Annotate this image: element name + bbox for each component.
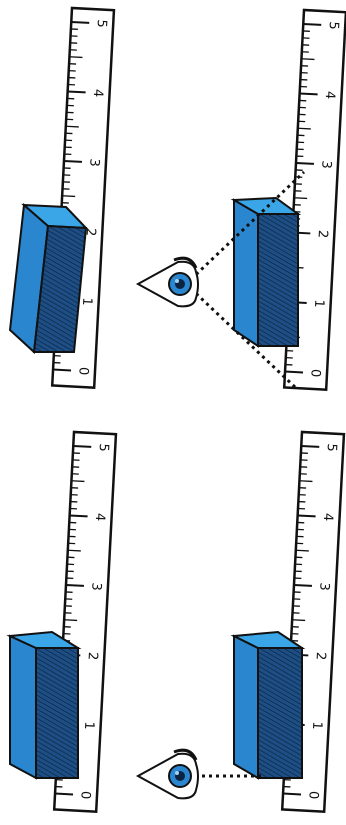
ruler-tick — [69, 514, 88, 518]
ruler-tick — [67, 549, 81, 552]
panel-top-left: 0 1 2 3 4 5 — [8, 6, 116, 389]
ruler-tick — [295, 549, 309, 552]
ruler-tick — [301, 58, 315, 61]
ruler-tick — [67, 90, 86, 94]
ruler-tick — [285, 370, 304, 374]
block-side-face — [257, 213, 299, 347]
ruler-tick-label: 2 — [315, 230, 330, 239]
ruler-tick-label: 5 — [94, 19, 109, 28]
ruler-tick — [299, 480, 313, 483]
ruler-tick — [292, 619, 306, 622]
ruler-tick — [71, 480, 85, 483]
ruler-tick — [73, 444, 92, 448]
ruler-tick-label: 5 — [96, 443, 111, 452]
ruler-tick-label: 1 — [79, 297, 94, 306]
ruler-tick — [62, 195, 76, 198]
ruler-tick — [69, 56, 83, 59]
ruler-tick-label: 0 — [77, 791, 92, 800]
panel-bottom-left: 0 1 2 3 4 5 — [6, 430, 118, 813]
ruler-tick-label: 1 — [81, 721, 96, 730]
block — [8, 202, 89, 355]
ruler-tick-label: 2 — [83, 228, 98, 237]
ruler-tick-label: 0 — [307, 369, 322, 378]
ruler-tick — [65, 125, 79, 128]
ruler-tick — [303, 22, 322, 26]
ruler-tick-label: 0 — [75, 367, 90, 376]
ruler-tick-label: 1 — [309, 721, 324, 730]
ruler-tick — [63, 159, 83, 163]
ruler-tick-label: 4 — [322, 91, 337, 100]
ruler-tick-label: 3 — [86, 158, 101, 167]
dotted-sight-line — [184, 170, 306, 390]
ruler-tick — [297, 127, 311, 130]
ruler-body — [282, 8, 346, 391]
ruler-tick — [297, 514, 316, 518]
ruler-tick-label: 3 — [318, 160, 333, 169]
block-side-face — [32, 224, 88, 353]
block — [230, 630, 306, 780]
block-side-face — [35, 647, 79, 779]
block-front-face — [233, 634, 259, 780]
ruler-tick-label: 4 — [92, 513, 107, 522]
ruler-tick — [293, 583, 313, 587]
ruler-tick-label: 0 — [305, 791, 320, 800]
ruler-tick — [299, 92, 318, 96]
ruler-tick — [301, 444, 320, 448]
ruler-tick — [53, 368, 72, 372]
ruler-tick-label: 5 — [324, 443, 339, 452]
eye-icon — [135, 748, 199, 800]
block — [6, 630, 82, 780]
ruler-tick-label: 4 — [320, 513, 335, 522]
ruler-tick-label: 3 — [88, 582, 103, 591]
block — [230, 196, 302, 348]
ruler-tick — [64, 619, 78, 622]
panel-bottom-right: 0 1 2 3 4 5 — [135, 430, 346, 813]
ruler-tick-label: 4 — [90, 89, 105, 98]
ruler-tick — [65, 583, 85, 587]
panel-top-right: 0 1 2 3 4 5 — [135, 8, 346, 391]
block-side-face — [257, 647, 303, 779]
ruler-tick-label: 1 — [311, 299, 326, 308]
ruler-tick — [295, 161, 315, 165]
block-front-face — [233, 198, 259, 348]
ruler-tick-label: 2 — [85, 652, 100, 661]
ruler-tick-label: 3 — [316, 582, 331, 591]
ruler-tick — [71, 20, 90, 24]
ruler-tick-label: 5 — [326, 21, 341, 30]
eye-icon — [135, 256, 199, 308]
block-front-face — [9, 634, 37, 780]
ruler-tick — [55, 792, 74, 796]
ruler-tick-label: 2 — [313, 652, 328, 661]
ruler-tick — [283, 792, 302, 796]
ruler-tick — [294, 197, 308, 200]
